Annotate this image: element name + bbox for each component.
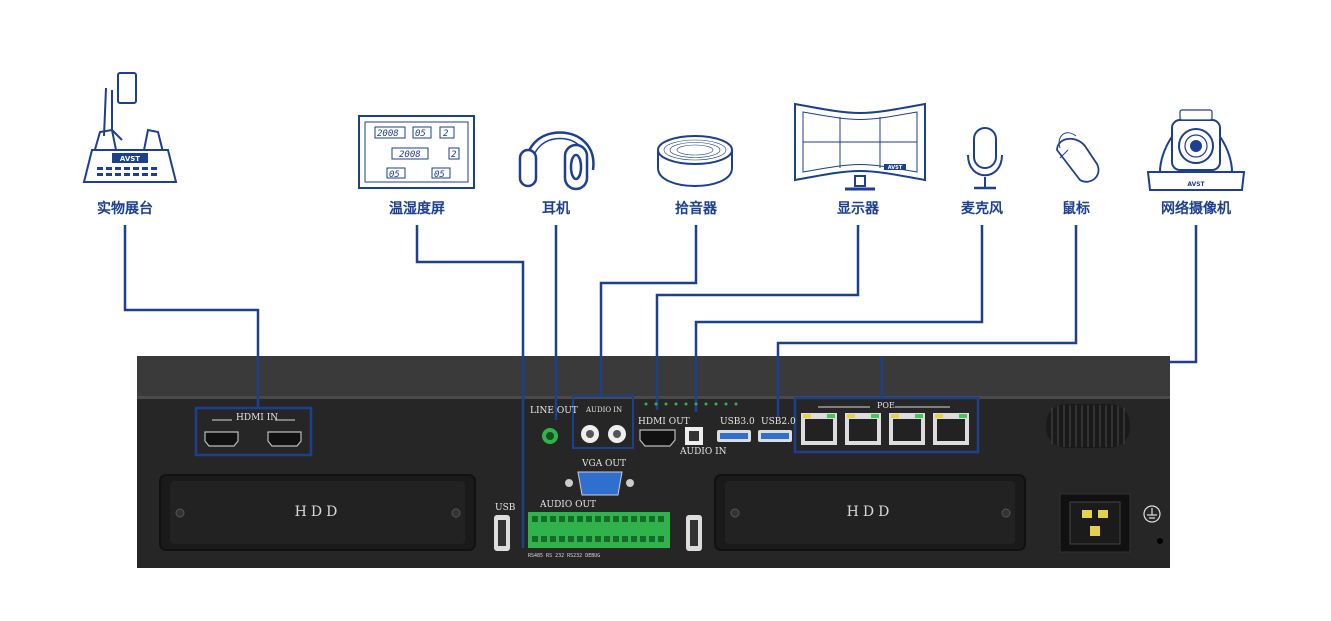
fan-grille [1046,404,1130,448]
label-terminal: RS485 RS 232 RS232 DEBUG [528,553,601,559]
status-led-row [644,402,738,406]
label-hdd-right: HDD [846,504,894,520]
reading-2: 05 [415,129,426,139]
line-pickup [599,225,698,420]
label-audio-out: AUDIO OUT [540,500,597,510]
label-hdd-left: HDD [294,504,342,520]
reading-1: 2008 [377,129,399,139]
mouse-icon [1056,132,1100,183]
reading-5: 2 [451,150,456,160]
svg-text:AVST: AVST [888,165,903,171]
curved-monitor-icon: AVST [794,102,926,191]
poe-port-2[interactable] [845,413,881,445]
label-vga-out: VGA OUT [582,459,627,469]
label-monitor: 显示器 [837,201,879,217]
label-doc-camera: 实物展台 [97,201,153,217]
hdmi-out-port[interactable] [639,429,676,447]
label-poe: POE [877,401,895,410]
usb-port-left[interactable] [494,515,510,551]
microphone-icon [967,127,1003,190]
svg-text:AVST: AVST [120,155,140,163]
reading-3: 2 [443,129,448,139]
label-microphone: 麦克风 [961,201,1003,217]
label-audio-in-rca: AUDIO IN [586,406,623,414]
reading-7: 05 [434,170,445,180]
reading-6: 05 [389,170,400,180]
ground-symbol-icon [1143,505,1163,544]
reading-4: 2008 [399,150,421,160]
poe-port-3[interactable] [889,413,925,445]
label-pickup: 拾音器 [675,201,717,217]
rca-jack-right[interactable] [608,425,626,443]
poe-group [793,396,980,454]
sound-pickup-icon [657,135,733,187]
rca-jack-left[interactable] [581,425,599,443]
hdmi-in-port-2[interactable] [267,431,302,447]
hdmi-in-group [194,406,313,457]
poe-port-4[interactable] [933,413,969,445]
usb-port-right[interactable] [686,515,702,551]
hdd-bay-left[interactable] [159,474,476,551]
power-socket[interactable] [1059,493,1131,553]
line-out-jack[interactable] [542,428,558,444]
label-usb30: USB3.0 [720,417,755,427]
label-line-out: LINE OUT [530,406,578,416]
document-camera-icon: AVST [82,72,178,183]
hdmi-in-port-1[interactable] [204,431,239,447]
usb20-port[interactable] [758,430,792,442]
label-ip-camera: 网络摄像机 [1161,201,1231,217]
label-hdmi-out: HDMI OUT [638,417,690,427]
poe-port-1[interactable] [801,413,837,445]
svg-text:AVST: AVST [1187,181,1205,188]
label-headphones: 耳机 [542,201,570,217]
hdd-bay-right[interactable] [714,474,1026,551]
audio-in-usb-b-port[interactable] [685,427,703,445]
label-hdmi-in: HDMI IN [236,413,279,423]
temperature-humidity-display-icon: 2008 05 2 2008 2 05 05 [358,115,475,189]
label-audio-in: AUDIO IN [680,447,727,457]
label-usb: USB [495,503,516,513]
headphones-icon [518,131,595,191]
audio-in-rca-group [572,395,634,449]
usb30-port[interactable] [717,430,751,442]
terminal-block [528,512,670,548]
label-mouse: 鼠标 [1062,201,1090,217]
ptz-camera-icon: AVST [1146,109,1246,191]
label-temp-screen: 温湿度屏 [389,201,445,217]
label-usb20: USB2.0 [761,417,796,427]
vga-out-port[interactable] [565,471,634,496]
